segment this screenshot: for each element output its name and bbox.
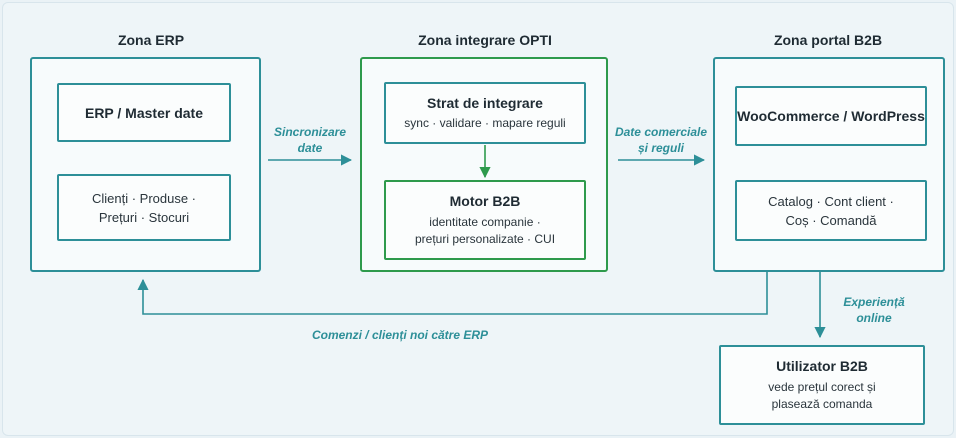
strat-integrare-card: Strat de integrare sync · validare · map… (384, 82, 586, 144)
utilizator-b2b-line2: plasează comanda (771, 397, 873, 411)
erp-master-title: ERP / Master date (84, 104, 203, 121)
strat-integrare-title: Strat de integrare (427, 95, 543, 111)
zone-erp-title: Zona ERP (117, 32, 185, 48)
commercial-label-line1: Date comerciale (614, 125, 708, 139)
zone-portal-title: Zona portal B2B (773, 32, 883, 48)
utilizator-b2b-title: Utilizator B2B (776, 358, 868, 374)
motor-b2b-line1: identitate companie · (429, 215, 541, 229)
erp-data-line1: Clienți · Produse · (91, 190, 197, 206)
sync-label-line1: Sincronizare (273, 125, 347, 139)
motor-b2b-line2: prețuri personalizate · CUI (414, 232, 556, 246)
utilizator-b2b-line1: vede prețul corect și (768, 380, 876, 394)
erp-data-line2: Prețuri · Stocuri (98, 209, 190, 225)
motor-b2b-card: Motor B2B identitate companie · prețuri … (384, 180, 586, 260)
sync-label: Sincronizare date (262, 124, 358, 156)
catalog-card: Catalog · Cont client · Coș · Comandă (735, 180, 927, 241)
motor-b2b-title: Motor B2B (449, 193, 521, 209)
commercial-label-line2: și reguli (637, 141, 684, 155)
utilizator-b2b-card: Utilizator B2B vede prețul corect și pla… (719, 345, 925, 425)
woocommerce-title: WooCommerce / WordPress (737, 108, 925, 124)
sync-label-line2: date (297, 141, 323, 155)
strat-integrare-sub: sync · validare · mapare reguli (404, 116, 566, 130)
catalog-line1: Catalog · Cont client · (768, 193, 894, 209)
experience-label-line1: Experiență (843, 295, 905, 309)
catalog-line2: Coș · Comandă (785, 212, 877, 228)
experience-label: Experiență online (834, 294, 914, 326)
zone-opti-title: Zona integrare OPTI (418, 32, 552, 48)
woocommerce-card: WooCommerce / WordPress (735, 86, 927, 146)
erp-data-card: Clienți · Produse · Prețuri · Stocuri (57, 174, 231, 241)
erp-master-card: ERP / Master date (57, 83, 231, 142)
experience-label-line2: online (856, 311, 892, 325)
commercial-label: Date comerciale și reguli (608, 124, 714, 156)
orders-label: Comenzi / clienți noi către ERP (311, 328, 489, 342)
